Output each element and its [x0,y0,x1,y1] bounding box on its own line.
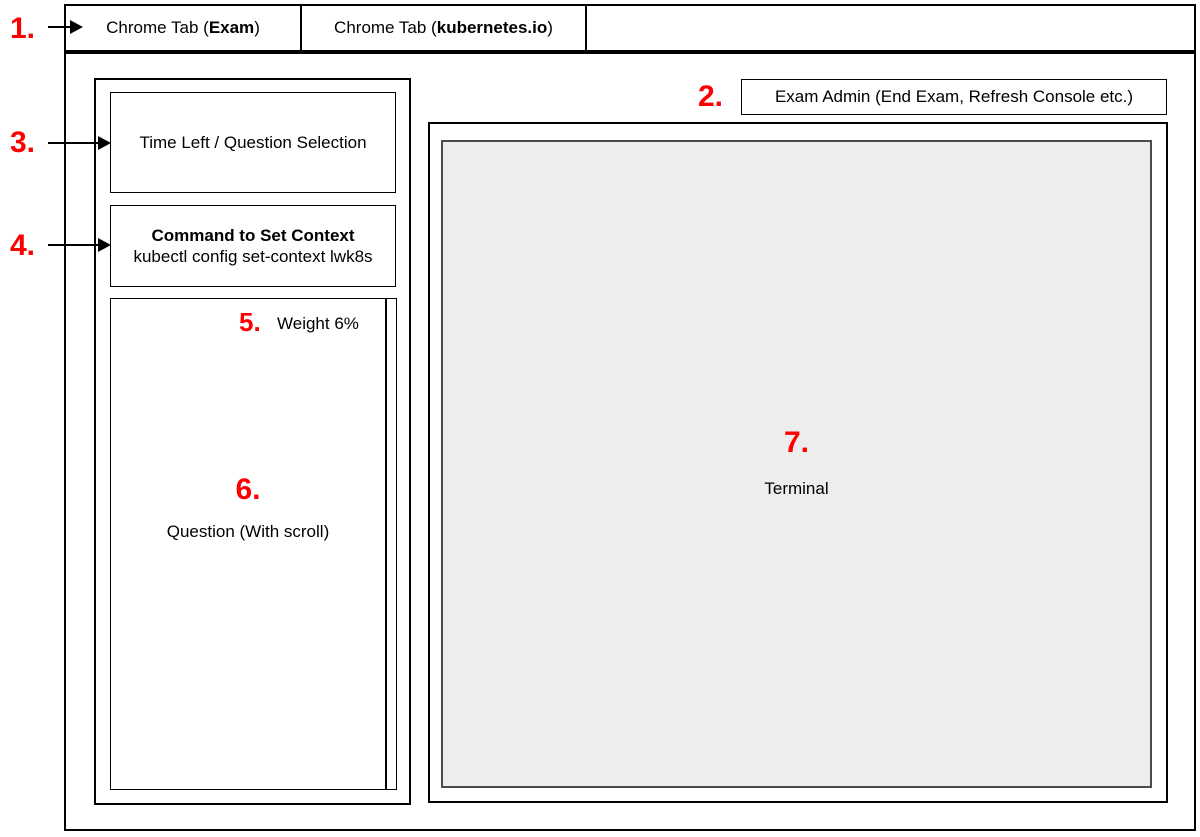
question-weight-label: Weight 6% [277,314,359,333]
time-left-question-selection-label: Time Left / Question Selection [139,132,367,152]
chrome-tab-kubernetes-io[interactable]: Chrome Tab (kubernetes.io) [302,6,585,50]
tab-bar-empty-space[interactable] [587,6,1194,50]
arrow-1-line [48,26,72,28]
question-weight-row: 5. Weight 6% [111,307,385,339]
marker-7: 7. [783,426,810,460]
arrow-4-line [48,244,100,246]
set-context-command: kubectl config set-context lwk8s [133,247,373,266]
exam-admin-label: Exam Admin (End Exam, Refresh Console et… [774,87,1134,107]
marker-5: 5. [239,307,261,337]
set-context-command-panel[interactable]: Command to Set Context kubectl config se… [110,205,396,287]
terminal-label: Terminal [764,479,829,499]
chrome-tab-exam[interactable]: Chrome Tab (Exam) [66,6,300,50]
arrow-3-head [98,136,111,150]
time-left-question-selection-panel[interactable]: Time Left / Question Selection [110,92,396,193]
arrow-3-line [48,142,100,144]
question-scrollbar[interactable] [386,298,397,790]
tab-divider-1 [300,6,302,50]
arrow-4-head [98,238,111,252]
tab-divider-2 [585,6,587,50]
marker-1: 1. [10,12,36,45]
arrow-1-head [70,20,83,34]
exam-admin-bar[interactable]: Exam Admin (End Exam, Refresh Console et… [741,79,1167,115]
marker-4: 4. [10,229,36,262]
terminal-panel[interactable]: 7. Terminal [441,140,1152,788]
question-body-label: Question (With scroll) [166,522,330,542]
question-panel[interactable]: 5. Weight 6% 6. Question (With scroll) [110,298,386,790]
marker-2: 2. [698,80,724,113]
set-context-title: Command to Set Context [151,225,355,245]
chrome-tab-bar: Chrome Tab (Exam) Chrome Tab (kubernetes… [64,4,1196,52]
chrome-tab-exam-label: Chrome Tab (Exam) [106,18,260,38]
chrome-tab-kubernetes-io-label: Chrome Tab (kubernetes.io) [334,18,553,38]
marker-3: 3. [10,126,36,159]
marker-6: 6. [235,473,261,507]
question-body: 6. Question (With scroll) [111,449,385,569]
